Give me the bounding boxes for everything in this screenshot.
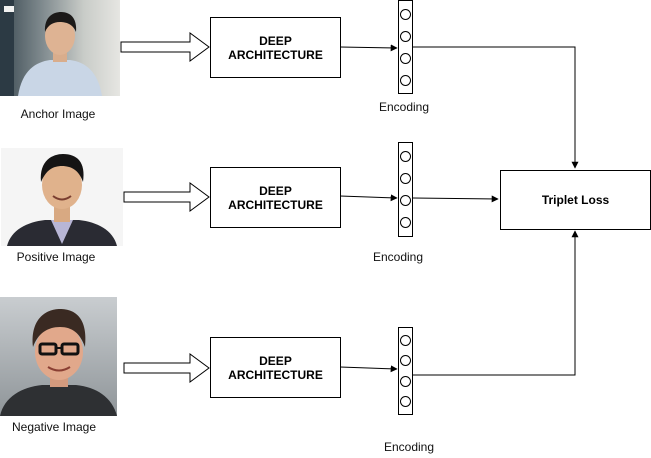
input-arrow-anchor [120,32,210,62]
person-icon [0,309,117,416]
positive-to-loss-line [412,195,499,203]
encoding-unit [400,150,411,162]
encoding-unit [400,375,411,387]
arch-to-encoding-negative [339,365,398,373]
encoding-vector-anchor [398,0,413,94]
encoding-vector-positive [398,142,413,237]
deep-architecture-box-negative: DEEP ARCHITECTURE [210,337,341,398]
negative-caption: Negative Image [11,420,97,434]
negative-photo [0,297,117,416]
anchor-caption: Anchor Image [20,107,96,121]
encoding-unit [400,74,411,86]
encoding-vector-negative [398,327,413,415]
person-icon [7,154,117,246]
encoding-unit [400,30,411,42]
encoding-label-positive: Encoding [372,250,424,264]
anchor-photo [0,0,120,96]
input-arrow-negative [123,353,210,383]
person-icon [0,0,102,96]
arch-to-encoding-positive [339,194,398,202]
arch-to-encoding-anchor [339,44,398,52]
encoding-unit [400,8,411,20]
input-arrow-positive [123,182,210,212]
encoding-unit [400,195,411,207]
encoding-label-negative: Encoding [383,440,435,454]
positive-photo [1,148,123,246]
deep-architecture-box-positive: DEEP ARCHITECTURE [210,167,341,228]
triplet-loss-box: Triplet Loss [500,170,651,230]
encoding-label-anchor: Encoding [378,100,430,114]
encoding-unit [400,396,411,408]
positive-caption: Positive Image [16,250,96,264]
negative-to-loss-line [413,230,579,376]
deep-architecture-box-anchor: DEEP ARCHITECTURE [210,17,341,78]
encoding-unit [400,217,411,229]
anchor-to-loss-line [413,46,579,169]
encoding-unit [400,52,411,64]
encoding-unit [400,334,411,346]
encoding-unit [400,355,411,367]
encoding-unit [400,172,411,184]
